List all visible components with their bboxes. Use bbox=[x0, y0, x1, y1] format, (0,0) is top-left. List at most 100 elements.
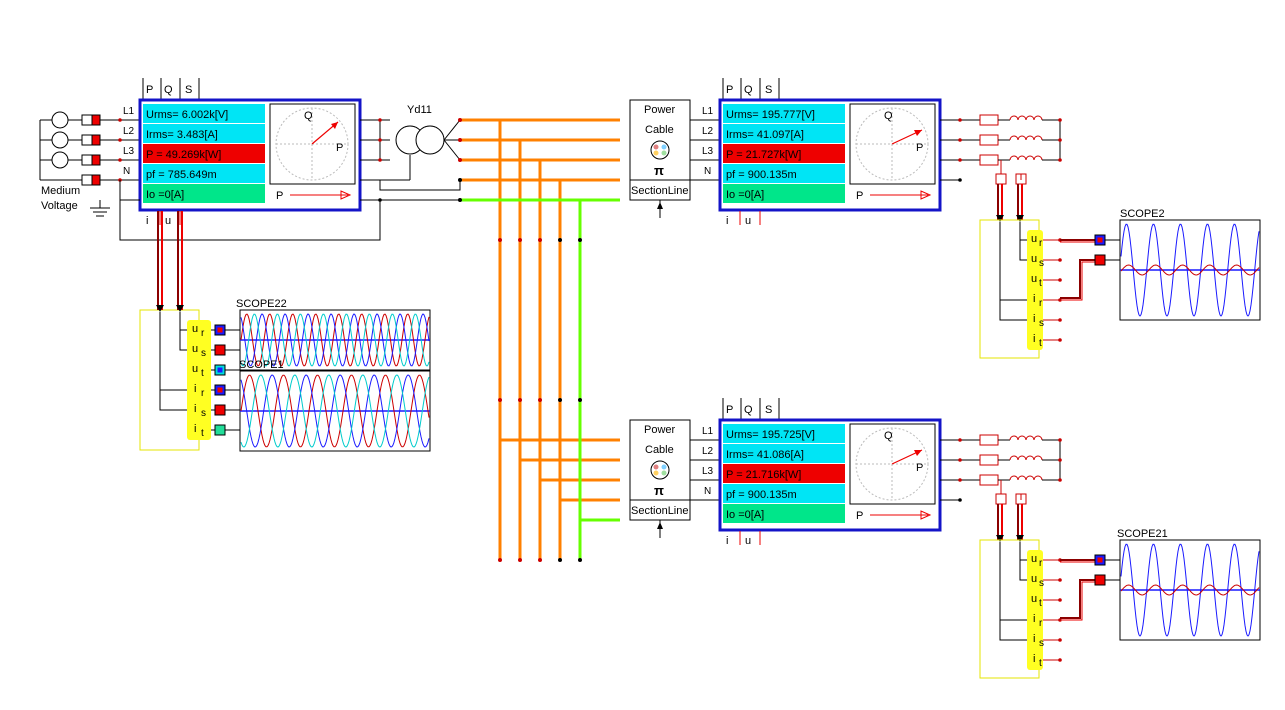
r1-ch-ur-sub: r bbox=[1039, 238, 1043, 249]
medium-voltage-source[interactable] bbox=[39, 111, 140, 186]
cable1-out bbox=[690, 119, 720, 181]
scope2-title: SCOPE2 bbox=[1120, 208, 1165, 220]
load-2[interactable] bbox=[940, 434, 1062, 502]
cable2-line1: Power bbox=[644, 424, 676, 436]
power-cable-1[interactable] bbox=[629, 99, 691, 218]
meter3-tab-s[interactable]: S bbox=[765, 404, 772, 416]
meter1-io: Io =0[A] bbox=[146, 189, 184, 201]
power-meter-1[interactable]: Urms= 6.002k[V] Irms= 3.483[A] P = 49.26… bbox=[138, 98, 362, 212]
left-channel-row-ur[interactable]: u r bbox=[192, 323, 240, 339]
meter1-tabs[interactable]: P Q S bbox=[142, 78, 200, 100]
left-ch-ut-sub: t bbox=[201, 368, 204, 379]
scope2-panel[interactable] bbox=[1119, 219, 1261, 321]
r1-ch-us-sub: s bbox=[1039, 258, 1044, 269]
neutral-wires bbox=[119, 180, 461, 241]
left-channel-row-ut[interactable]: u t bbox=[192, 363, 240, 379]
left-channel-row-is[interactable]: i s bbox=[194, 403, 240, 419]
scope21-panel[interactable] bbox=[1119, 539, 1261, 641]
left-ch-ur-main: u bbox=[192, 323, 198, 335]
cable2-line2: Cable bbox=[645, 444, 674, 456]
left-channel-row-it[interactable]: i t bbox=[194, 423, 240, 439]
meter2-label-i: i bbox=[726, 215, 728, 227]
cable1-line1: Power bbox=[644, 104, 676, 116]
meter2-pf: pf = 900.135m bbox=[726, 169, 797, 181]
scope2-wave-blue bbox=[1120, 223, 1260, 317]
load-1[interactable] bbox=[940, 114, 1062, 182]
busbar-l2 bbox=[460, 138, 620, 560]
meter1-tab-q[interactable]: Q bbox=[164, 84, 173, 96]
scope-input-block-right-1[interactable] bbox=[979, 160, 1120, 359]
r1-ch-ir-sub: r bbox=[1039, 298, 1043, 309]
scope-input-block-right-2[interactable] bbox=[979, 480, 1120, 679]
meter3-phase-l2: L2 bbox=[702, 446, 714, 457]
meter1-tab-s[interactable]: S bbox=[185, 84, 192, 96]
meter3-axis-p: P bbox=[856, 510, 863, 522]
meter1-urms: Urms= 6.002k[V] bbox=[146, 109, 228, 121]
power-meter-3[interactable]: Urms= 195.725[V] Irms= 41.086[A] P = 21.… bbox=[718, 418, 942, 532]
r1-ch-us-main: u bbox=[1031, 253, 1037, 265]
left-ch-it-main: i bbox=[194, 423, 196, 435]
meter2-tabs[interactable]: P Q S bbox=[722, 78, 780, 100]
scope21-title: SCOPE21 bbox=[1117, 528, 1168, 540]
meter2-axis-p: P bbox=[856, 190, 863, 202]
cable1-symbol: π bbox=[654, 163, 664, 178]
meter3-tab-p[interactable]: P bbox=[726, 404, 733, 416]
meter3-label-u: u bbox=[745, 535, 751, 547]
scope22-title: SCOPE22 bbox=[236, 298, 287, 310]
left-channel-row-ir[interactable]: i r bbox=[194, 383, 240, 399]
right1-channel-labels: u r u s u t i r i s i t bbox=[1031, 233, 1044, 349]
ground-icon bbox=[90, 200, 110, 217]
scope1-panel[interactable] bbox=[239, 370, 431, 452]
power-meter-2[interactable]: Urms= 195.777[V] Irms= 41.097[A] P = 21.… bbox=[718, 98, 942, 212]
left-channel-row-us[interactable]: u s bbox=[192, 343, 240, 359]
meter2-urms: Urms= 195.777[V] bbox=[726, 109, 815, 121]
meter2-tab-s[interactable]: S bbox=[765, 84, 772, 96]
r1-ch-is-main: i bbox=[1033, 313, 1035, 325]
scope2-wave-red bbox=[1120, 264, 1260, 276]
meter3-phase-l3: L3 bbox=[702, 466, 714, 477]
r2-ch-is-main: i bbox=[1033, 633, 1035, 645]
r2-ch-it-main: i bbox=[1033, 653, 1035, 665]
meter1-tab-p[interactable]: P bbox=[146, 84, 153, 96]
r1-ch-ur-main: u bbox=[1031, 233, 1037, 245]
bus-junctions bbox=[458, 118, 582, 562]
meter2-phase-l3: L3 bbox=[702, 146, 714, 157]
left-ch-us-main: u bbox=[192, 343, 198, 355]
meter3-label-i: i bbox=[726, 535, 728, 547]
source-phase-l2: L2 bbox=[123, 126, 135, 137]
scope1-wave-cyan bbox=[240, 374, 430, 448]
meter2-phase-n: N bbox=[704, 166, 711, 177]
meter2-tab-q[interactable]: Q bbox=[744, 84, 753, 96]
meter3-tabs[interactable]: P Q S bbox=[722, 398, 780, 420]
meter3-pf: pf = 900.135m bbox=[726, 489, 797, 501]
meter1-irms: Irms= 3.483[A] bbox=[146, 129, 218, 141]
meter1-power: P = 49.269k[W] bbox=[146, 149, 221, 161]
meter1-phasor-q: Q bbox=[304, 110, 313, 122]
source-label-line1: Medium bbox=[41, 185, 80, 197]
r2-ch-ir-main: i bbox=[1033, 613, 1035, 625]
scope22-wave-cyan bbox=[240, 313, 430, 367]
r2-ch-ut-main: u bbox=[1031, 593, 1037, 605]
power-cable-2[interactable] bbox=[629, 419, 691, 538]
meter2-power: P = 21.727k[W] bbox=[726, 149, 801, 161]
r2-ch-ur-main: u bbox=[1031, 553, 1037, 565]
meter3-irms: Irms= 41.086[A] bbox=[726, 449, 804, 461]
r1-ch-ut-sub: t bbox=[1039, 278, 1042, 289]
r1-ch-is-sub: s bbox=[1039, 318, 1044, 329]
right2-channel-labels: u r u s u t i r i s i t bbox=[1031, 553, 1044, 669]
transformer-yd11[interactable] bbox=[360, 118, 461, 181]
scope1-wave-blue bbox=[240, 374, 430, 448]
left-ch-it-sub: t bbox=[201, 428, 204, 439]
cable1-footer: SectionLine bbox=[631, 185, 689, 197]
r2-ch-it-sub: t bbox=[1039, 658, 1042, 669]
cable2-symbol: π bbox=[654, 483, 664, 498]
busbar-n bbox=[460, 178, 620, 560]
meter2-tab-p[interactable]: P bbox=[726, 84, 733, 96]
scope22-panel[interactable] bbox=[239, 309, 431, 371]
scope-input-block-left[interactable] bbox=[139, 211, 211, 451]
busbar-pe bbox=[460, 198, 620, 560]
meter3-tab-q[interactable]: Q bbox=[744, 404, 753, 416]
scope21-wave-red bbox=[1120, 584, 1260, 596]
source-phase-l3: L3 bbox=[123, 146, 135, 157]
cable1-line2: Cable bbox=[645, 124, 674, 136]
